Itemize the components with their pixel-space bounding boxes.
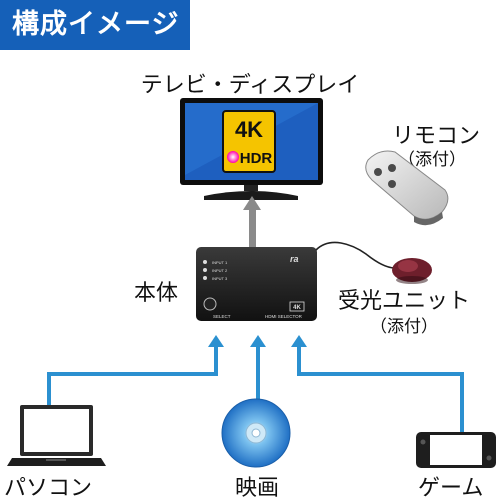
input-3-label: INPUT 3 (212, 276, 228, 281)
receiver-note: （添付） (370, 317, 438, 337)
select-button (203, 297, 217, 311)
source-label-movie: 映画 (235, 476, 280, 501)
select-text: SELECT (213, 314, 231, 319)
badge-hdr-text: HDR (240, 150, 273, 167)
source-label-game: ゲーム (418, 476, 484, 501)
badge-4k-text: 4K (235, 117, 263, 142)
display-label: テレビ・ディスプレイ (140, 73, 360, 98)
remote-label: リモコン (392, 124, 481, 149)
selector-label: 本体 (134, 281, 179, 306)
input-1-label: INPUT 1 (212, 260, 228, 265)
selector-logo: ra (290, 254, 299, 264)
receiver-label: 受光ユニット (338, 289, 471, 314)
ir-receiver-icon (315, 241, 432, 284)
source-label-pc: パソコン (4, 476, 93, 501)
model-text: HDMI SELECTOR (265, 314, 303, 319)
game-console-icon (416, 432, 496, 468)
input-cables (47, 335, 464, 432)
remote-note: （添付） (398, 150, 466, 170)
tv-display-icon: 4K HDR (180, 98, 323, 200)
laptop-icon (7, 405, 106, 466)
disc-icon (221, 398, 291, 468)
color-wheel-icon (227, 151, 239, 163)
remote-control-icon (365, 150, 449, 226)
selector-4k-badge: 4K (293, 305, 301, 311)
selector-body: INPUT 1 INPUT 2 INPUT 3 ra SELECT 4K HDM… (196, 247, 317, 321)
page-title: 構成イメージ (0, 0, 190, 50)
output-arrow (243, 196, 261, 248)
input-2-label: INPUT 2 (212, 268, 228, 273)
